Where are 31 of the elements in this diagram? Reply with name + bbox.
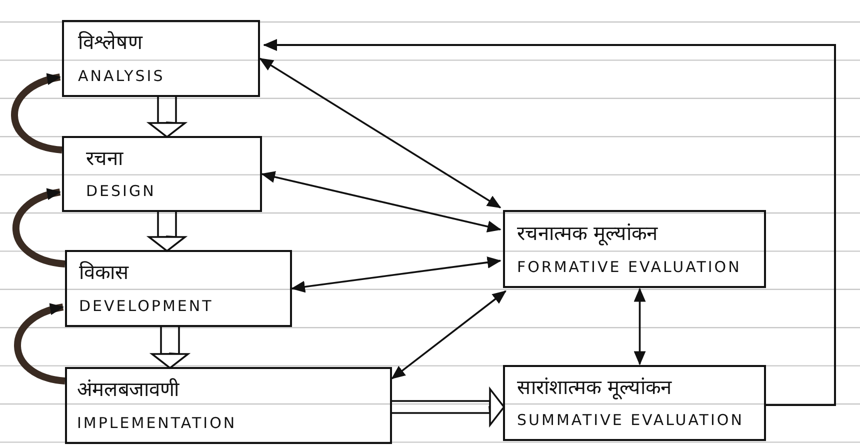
process-box (65, 250, 292, 327)
hindi-heading: अंमलबजावणी (77, 377, 180, 402)
hindi-heading: विश्लेषण (78, 30, 144, 54)
block-arrow (148, 95, 186, 138)
double-headed-arrow (291, 256, 502, 293)
english-label: DESIGN (86, 182, 157, 200)
process-box (62, 20, 260, 97)
hindi-heading: रचना (86, 146, 124, 170)
english-label: IMPLEMENTATION (77, 414, 238, 432)
english-label: SUMMATIVE EVALUATION (517, 411, 745, 429)
curved-arrow (12, 188, 66, 268)
block-arrow (151, 325, 189, 369)
curved-arrow (14, 304, 66, 384)
process-box (503, 210, 766, 288)
process-box (65, 367, 392, 444)
process-box (62, 136, 262, 212)
block-arrow (390, 388, 505, 426)
hindi-heading: सारांशात्मक मूल्यांकन (517, 375, 673, 399)
double-headed-arrow (391, 290, 506, 380)
english-label: FORMATIVE EVALUATION (517, 258, 742, 276)
block-arrow (148, 210, 186, 252)
hindi-heading: विकास (79, 260, 130, 284)
english-label: DEVELOPMENT (79, 296, 214, 315)
double-headed-arrow (259, 58, 502, 208)
curved-arrow (11, 74, 62, 154)
english-label: ANALYSIS (78, 66, 166, 85)
double-headed-arrow (634, 288, 646, 366)
double-headed-arrow (261, 171, 502, 232)
hindi-heading: रचनात्मक मूल्यांकन (517, 220, 659, 244)
arrow (263, 39, 836, 406)
process-box (503, 365, 766, 441)
